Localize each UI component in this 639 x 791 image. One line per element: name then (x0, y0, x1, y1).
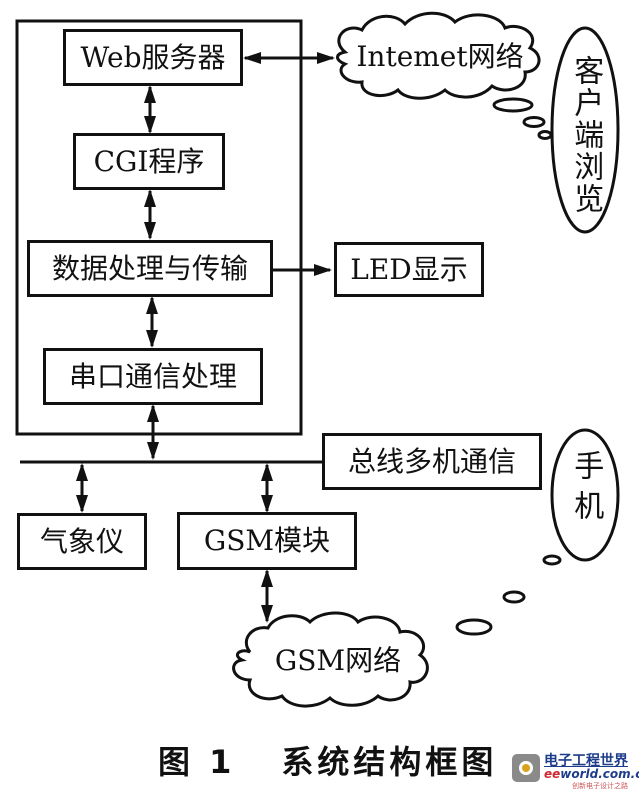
mobile-phone-label: 手机 (568, 450, 604, 530)
serial-comm-label: 串口通信处理 (68, 359, 237, 393)
bubble (542, 554, 562, 566)
weather-instrument-label: 气象仪 (39, 524, 124, 558)
internet-cloud-shape (336, 11, 541, 100)
serial-comm-box: 串口通信处理 (43, 348, 263, 405)
gsm-cloud-shape (232, 611, 429, 708)
cgi-box: CGI程序 (73, 133, 225, 190)
mobile-phone-shape (550, 428, 620, 562)
bus-comm-box: 总线多机通信 (322, 433, 542, 490)
weather-instrument-box: 气象仪 (17, 513, 147, 570)
gsm-cloud-label: GSM网络 (274, 644, 402, 677)
bubble (492, 97, 534, 113)
led-display-label: LED显示 (350, 252, 468, 286)
data-processing-box: 数据处理与传输 (27, 240, 273, 297)
eeworld-logo-icon (512, 754, 540, 782)
bubble (522, 116, 546, 128)
web-server-label: Web服务器 (80, 40, 226, 74)
server-group-border (15, 19, 303, 436)
gsm-module-box: GSM模块 (177, 512, 357, 570)
bubble (455, 618, 493, 636)
bubble (537, 130, 553, 140)
led-display-box: LED显示 (334, 242, 484, 297)
figure-number: 图 1 (158, 743, 236, 781)
bubble (502, 590, 526, 604)
bus-comm-label: 总线多机通信 (347, 444, 516, 478)
eeworld-watermark: 电子工程世界 eeworld.com.cn 创新电子设计之路 (512, 748, 639, 790)
internet-cloud-label: Intemet网络 (356, 40, 524, 73)
figure-caption: 图 1 系统结构框图 (158, 737, 497, 783)
figure-title: 系统结构框图 (281, 743, 498, 781)
client-browser-label: 客户端浏览 (568, 55, 604, 215)
watermark-domain: eeworld.com.cn (544, 767, 639, 781)
watermark-tagline: 创新电子设计之路 (572, 782, 628, 790)
gsm-module-label: GSM模块 (203, 524, 331, 557)
watermark-domain-prefix: ee (544, 767, 561, 781)
watermark-name: 电子工程世界 (544, 753, 628, 769)
mobile-phone-text: 手机 (568, 450, 604, 530)
client-browser-shape (550, 26, 620, 234)
client-browser-text: 客户端浏览 (568, 55, 604, 215)
data-processing-label: 数据处理与传输 (51, 251, 248, 285)
cgi-label: CGI程序 (93, 144, 205, 178)
web-server-box: Web服务器 (63, 29, 243, 86)
watermark-domain-rest: world.com.cn (560, 767, 639, 781)
